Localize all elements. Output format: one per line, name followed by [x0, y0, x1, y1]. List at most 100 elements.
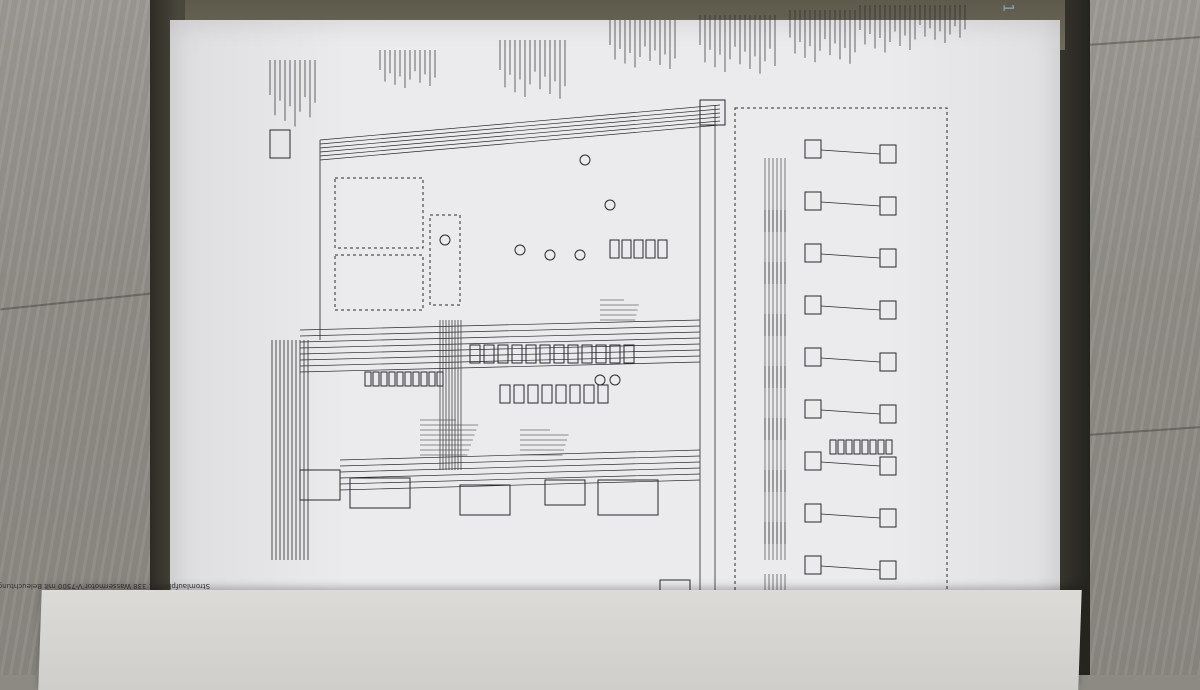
component-box: [879, 144, 897, 164]
component-box: [699, 99, 726, 126]
component-box: [299, 469, 341, 501]
component-box: [595, 344, 607, 364]
lamp-symbol: [609, 374, 621, 386]
component-box: [861, 439, 869, 455]
wire: [299, 331, 701, 343]
component-box: [804, 399, 822, 419]
diagram-caption: Stromlaufplan Nr. 338 Wassermotor V-7500…: [0, 582, 210, 590]
component-box: [420, 371, 428, 387]
component-box: [567, 344, 579, 364]
component-box: [879, 508, 897, 528]
lamp-symbol: [439, 234, 451, 246]
component-box: [645, 239, 656, 259]
component-box: [877, 439, 885, 455]
component-box: [497, 344, 509, 364]
wire: [820, 201, 881, 207]
wire: [820, 409, 881, 415]
wire: [820, 253, 881, 259]
wire: [299, 361, 701, 373]
component-box: [541, 384, 553, 404]
lamp-symbol: [514, 244, 526, 256]
component-box: [459, 484, 511, 516]
component-box: [527, 384, 539, 404]
component-box: [364, 371, 372, 387]
wire: [820, 513, 881, 519]
component-box: [621, 239, 632, 259]
wiring-diagram: [269, 5, 966, 609]
component-box: [513, 384, 525, 404]
component-box: [804, 451, 822, 471]
component-box: [845, 439, 853, 455]
wire: [339, 473, 701, 485]
component-box: [412, 371, 420, 387]
component-box: [544, 479, 586, 506]
component-box: [879, 196, 897, 216]
component-box: [734, 107, 948, 609]
wire: [299, 325, 701, 337]
lamp-symbol: [604, 199, 616, 211]
wire: [339, 467, 701, 479]
wire: [319, 112, 721, 149]
component-box: [436, 371, 444, 387]
component-box: [555, 384, 567, 404]
wire: [299, 337, 701, 349]
pencil-page-number: 1: [999, 3, 1016, 13]
wire: [820, 149, 881, 155]
component-box: [804, 191, 822, 211]
wire: [319, 108, 721, 145]
component-box: [583, 384, 595, 404]
component-box: [879, 456, 897, 476]
component-box: [829, 439, 837, 455]
component-box: [597, 479, 659, 516]
wire: [820, 305, 881, 311]
component-box: [469, 344, 481, 364]
component-box: [657, 239, 668, 259]
component-box: [269, 129, 291, 159]
component-box: [879, 300, 897, 320]
lamp-symbol: [544, 249, 556, 261]
wire: [820, 461, 881, 467]
component-box: [633, 239, 644, 259]
component-box: [597, 384, 609, 404]
wire: [299, 355, 701, 367]
lamp-symbol: [574, 249, 586, 261]
component-box: [334, 254, 424, 311]
lamp-symbol: [594, 374, 606, 386]
component-box: [349, 477, 411, 509]
component-box: [380, 371, 388, 387]
component-box: [804, 295, 822, 315]
component-box: [372, 371, 380, 387]
component-box: [804, 555, 822, 575]
component-box: [885, 439, 893, 455]
component-box: [804, 243, 822, 263]
component-box: [609, 344, 621, 364]
component-box: [553, 344, 565, 364]
component-box: [623, 344, 635, 364]
component-box: [879, 352, 897, 372]
component-box: [879, 248, 897, 268]
component-box: [879, 560, 897, 580]
foreground-page-edge: [38, 590, 1082, 690]
component-box: [869, 439, 877, 455]
wire: [299, 349, 701, 361]
component-box: [396, 371, 404, 387]
component-box: [804, 139, 822, 159]
component-box: [609, 239, 620, 259]
component-box: [853, 439, 861, 455]
wire: [299, 343, 701, 355]
lamp-symbol: [579, 154, 591, 166]
component-box: [428, 371, 436, 387]
component-box: [804, 347, 822, 367]
wire: [319, 124, 721, 161]
component-box: [483, 344, 495, 364]
component-box: [511, 344, 523, 364]
wire: [339, 455, 701, 467]
component-box: [879, 404, 897, 424]
wire: [319, 104, 721, 141]
component-box: [499, 384, 511, 404]
component-box: [525, 344, 537, 364]
component-box: [804, 503, 822, 523]
wire: [319, 120, 721, 157]
wire: [339, 461, 701, 473]
component-box: [334, 177, 424, 249]
